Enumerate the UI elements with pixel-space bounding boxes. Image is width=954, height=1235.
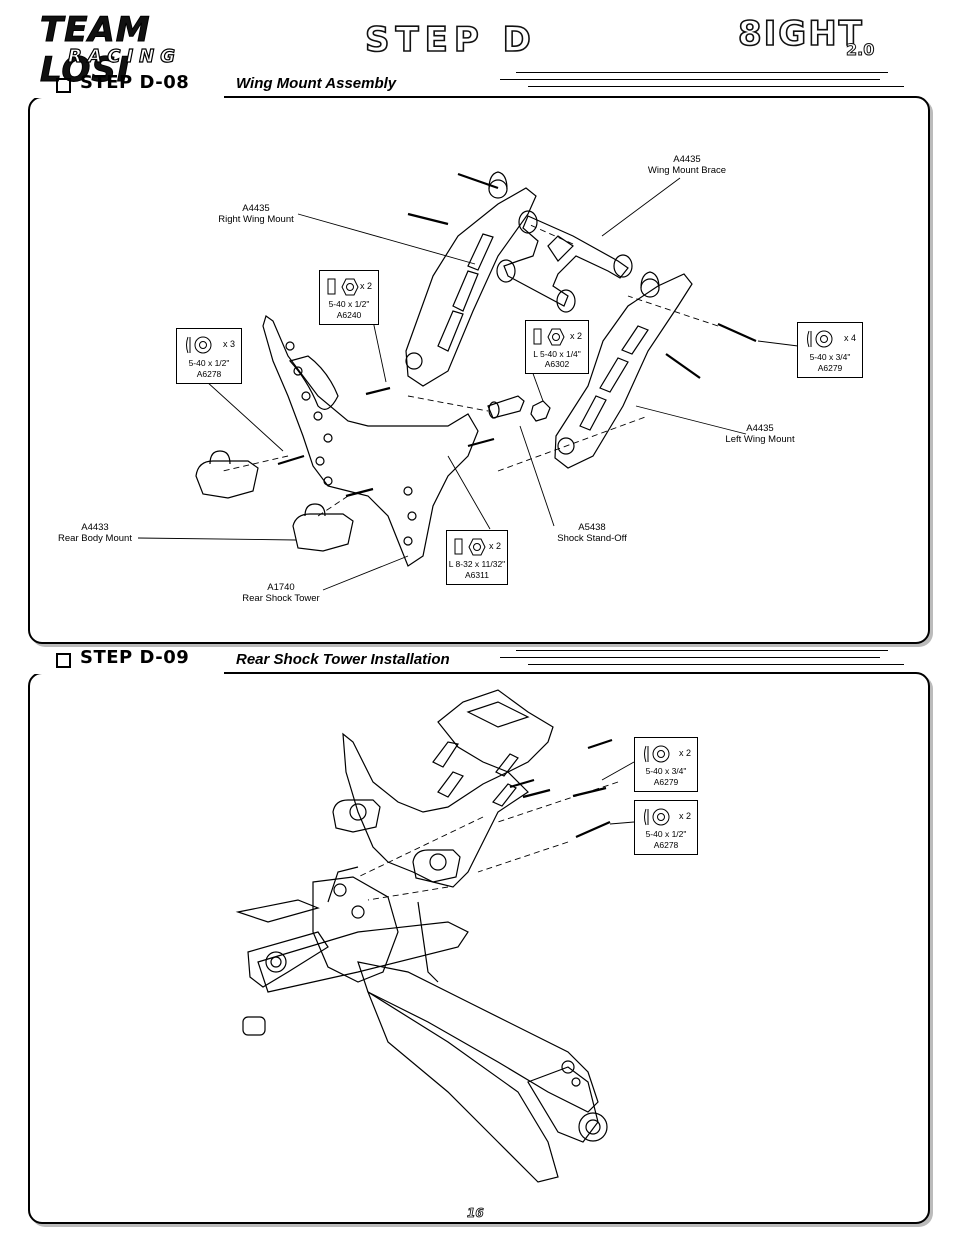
callout-name: Right Wing Mount: [218, 214, 294, 225]
panel-tab-gap: [26, 94, 224, 98]
callout-shock-standoff: A5438 Shock Stand-Off: [542, 522, 642, 544]
hardware-qty: x 3: [222, 339, 235, 349]
brand-main-text: TEAM LOSI: [40, 10, 151, 91]
callout-code: A4435: [746, 423, 774, 434]
shock-standoff-part: [487, 395, 551, 422]
hardware-qty: x 2: [488, 541, 501, 551]
rear-chassis-part: [235, 866, 608, 1183]
rear-body-mount-part: [195, 450, 354, 552]
hardware-part: A6240: [336, 310, 362, 320]
divider: [528, 86, 904, 87]
callout-name: Rear Body Mount: [58, 533, 132, 544]
screws: [509, 738, 613, 839]
hardware-part: A6279: [817, 363, 843, 373]
hardware-size: L 5-40 x 1/4": [533, 349, 581, 359]
step-d08-checkbox[interactable]: [56, 78, 71, 93]
rear-shock-tower-installation-diagram: [235, 689, 635, 1183]
hardware-size: 5-40 x 1/2": [645, 829, 687, 839]
callout-rear-shock-tower: A1740 Rear Shock Tower: [226, 582, 336, 604]
callout-name: Wing Mount Brace: [647, 165, 727, 176]
brand-sub-text: RACING: [67, 45, 181, 67]
model-version: 2.0: [845, 40, 875, 60]
model-logo: 8IGHT 2.0: [737, 13, 888, 64]
hardware-size: 5-40 x 1/2": [328, 299, 370, 309]
wing-mount-brace-part: [496, 210, 633, 313]
callout-code: A5438: [578, 522, 606, 533]
hardware-box-a6302: x 2 L 5-40 x 1/4" A6302: [525, 320, 589, 374]
step-d09-label: STEP D-09: [80, 647, 190, 668]
callout-name: Shock Stand-Off: [557, 533, 627, 544]
hardware-part: A6278: [653, 840, 679, 850]
hardware-box-a6279-step2: x 2 5-40 x 3/4" A6279: [634, 737, 698, 792]
rear-shock-tower-part: [262, 315, 479, 567]
hardware-qty: x 2: [359, 281, 372, 291]
hardware-part: A6278: [196, 369, 222, 379]
step-d08-label: STEP D-08: [80, 72, 190, 93]
hardware-box-a6278: x 3 5-40 x 1/2" A6278: [176, 328, 242, 384]
right-wing-mount-part: [405, 171, 537, 387]
hardware-part: A6311: [465, 570, 489, 580]
divider: [528, 664, 904, 665]
locknut-icon: [533, 328, 565, 346]
hardware-size: 5-40 x 3/4": [645, 766, 687, 776]
model-name: 8IGHT: [737, 13, 864, 55]
callout-rear-body-mount: A4433 Rear Body Mount: [40, 522, 150, 544]
screw-head-icon: [644, 808, 670, 826]
screws: [277, 172, 757, 498]
locknut-icon: [454, 538, 486, 556]
wing-mount-assembly-diagram: [137, 171, 799, 591]
nut-icon: [327, 278, 359, 296]
callout-name: Left Wing Mount: [725, 434, 795, 445]
callout-code: A1740: [267, 582, 295, 593]
callout-left-wing-mount: A4435 Left Wing Mount: [700, 423, 820, 445]
hardware-size: 5-40 x 1/2": [188, 358, 230, 368]
step-d09-panel: [28, 672, 930, 1224]
screw-head-icon: [807, 330, 833, 348]
hardware-box-a6311: x 2 L 8-32 x 11/32" A6311: [446, 530, 508, 585]
hardware-size: 5-40 x 3/4": [809, 352, 851, 362]
hardware-qty: x 2: [569, 331, 582, 341]
screw-head-icon: [186, 336, 212, 354]
divider: [500, 79, 880, 80]
callout-code: A4435: [242, 203, 270, 214]
divider: [516, 72, 888, 73]
step-d08-subtitle: Wing Mount Assembly: [236, 75, 397, 92]
hardware-box-a6240: x 2 5-40 x 1/2" A6240: [319, 270, 379, 325]
screw-head-icon: [644, 745, 670, 763]
callout-code: A4435: [673, 154, 701, 165]
team-losi-logo: TEAM LOSI RACING: [40, 10, 250, 91]
divider: [500, 657, 880, 658]
left-wing-mount-part: [554, 271, 693, 469]
page-number: 16: [467, 1206, 484, 1221]
callout-right-wing-mount: A4435 Right Wing Mount: [196, 203, 316, 225]
step-d09-subtitle: Rear Shock Tower Installation: [236, 651, 450, 668]
hardware-part: A6302: [544, 359, 570, 369]
page-title: STEP D: [364, 19, 537, 61]
callout-name: Rear Shock Tower: [242, 593, 320, 604]
hardware-qty: x 2: [678, 811, 691, 821]
tower-assembly-part: [332, 689, 554, 888]
hardware-part: A6279: [653, 777, 679, 787]
panel-tab-gap: [26, 670, 224, 674]
hardware-qty: x 4: [843, 333, 856, 343]
hardware-box-a6278-step2: x 2 5-40 x 1/2" A6278: [634, 800, 698, 855]
callout-code: A4433: [81, 522, 109, 533]
hardware-box-a6279: x 4 5-40 x 3/4" A6279: [797, 322, 863, 378]
step-d09-checkbox[interactable]: [56, 653, 71, 668]
divider: [516, 650, 888, 651]
hardware-size: L 8-32 x 11/32": [448, 559, 506, 569]
hardware-qty: x 2: [678, 748, 691, 758]
callout-wing-mount-brace: A4435 Wing Mount Brace: [622, 154, 752, 176]
